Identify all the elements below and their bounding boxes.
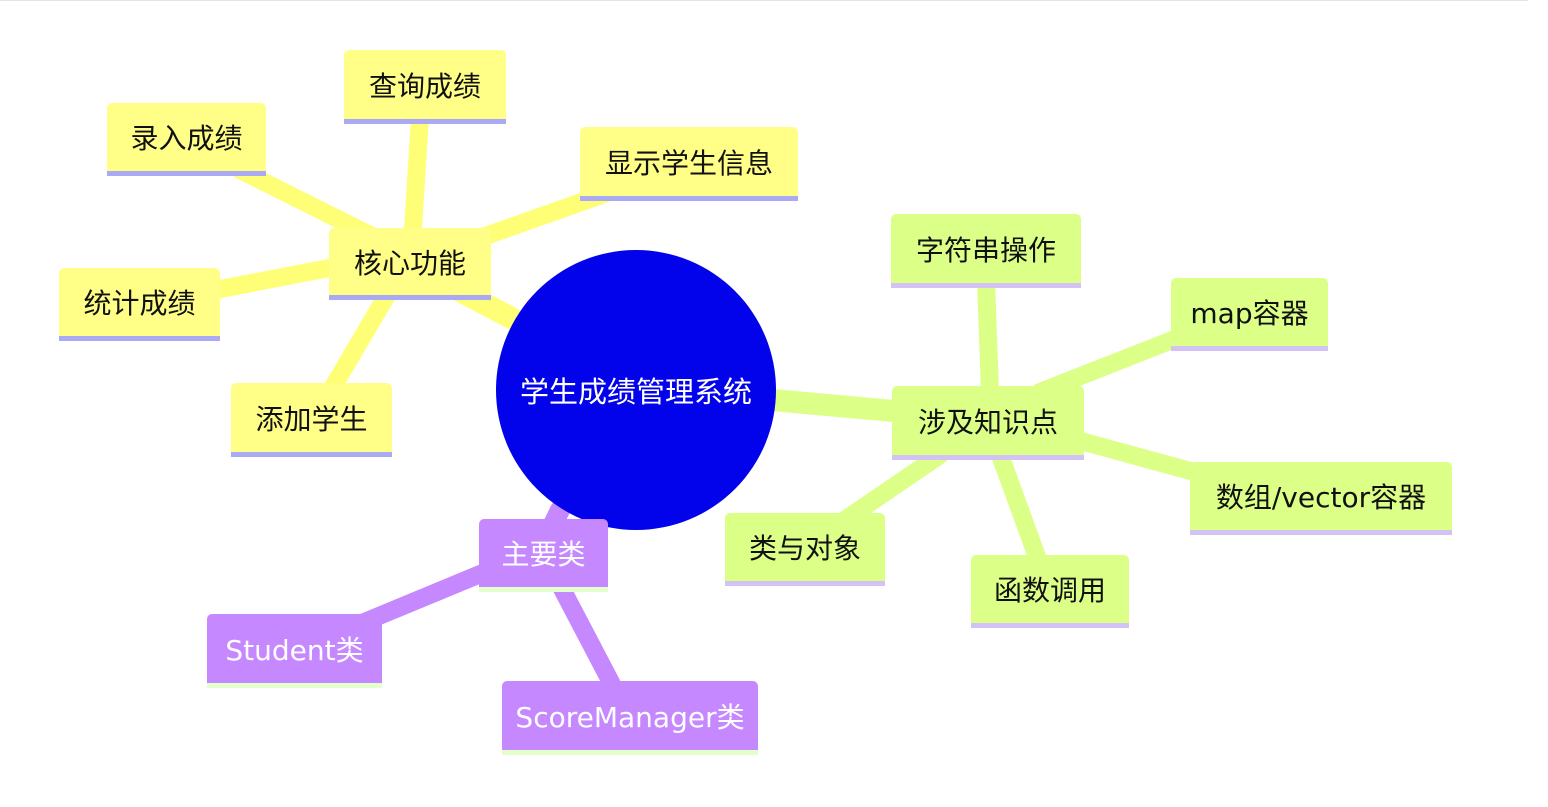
node-map-container-label: map容器	[1190, 297, 1309, 330]
node-enter-scores[interactable]: 录入成绩	[107, 103, 266, 176]
node-scoremanager-class[interactable]: ScoreManager类	[502, 681, 758, 755]
node-class-object-label: 类与对象	[748, 532, 861, 565]
edge-know-function	[991, 446, 1049, 574]
node-main-classes-label: 主要类	[501, 538, 586, 571]
edge-know-map	[1031, 326, 1194, 401]
node-string-ops[interactable]: 字符串操作	[891, 214, 1081, 288]
node-vector-container-label: 数组/vector容器	[1215, 481, 1427, 514]
node-vector-container[interactable]: 数组/vector容器	[1190, 462, 1452, 535]
node-query-scores[interactable]: 查询成绩	[344, 50, 506, 124]
node-student-class-label: Student类	[225, 633, 364, 667]
edge-know-string	[977, 273, 999, 401]
node-add-student-label: 添加学生	[255, 402, 368, 436]
node-function-call[interactable]: 函数调用	[971, 555, 1129, 628]
node-show-student-info[interactable]: 显示学生信息	[580, 127, 798, 201]
node-main-classes[interactable]: 主要类	[479, 519, 608, 592]
node-core-functions[interactable]: 核心功能	[329, 228, 491, 300]
node-map-container[interactable]: map容器	[1171, 278, 1328, 351]
node-knowledge-points[interactable]: 涉及知识点	[892, 386, 1084, 460]
node-stats-scores[interactable]: 统计成绩	[59, 268, 220, 341]
node-stats-scores-label: 统计成绩	[83, 287, 196, 320]
node-student-class[interactable]: Student类	[207, 614, 382, 688]
edge-core-query	[403, 109, 429, 254]
node-enter-scores-label: 录入成绩	[130, 122, 243, 155]
root-label: 学生成绩管理系统	[519, 375, 752, 409]
node-scoremanager-class-label: ScoreManager类	[515, 700, 745, 734]
edge-core-add	[321, 281, 399, 401]
node-class-object[interactable]: 类与对象	[725, 513, 885, 586]
edge-know-vector	[1061, 429, 1214, 484]
node-add-student[interactable]: 添加学生	[231, 383, 392, 457]
node-knowledge-points-label: 涉及知识点	[917, 405, 1058, 439]
node-core-functions-label: 核心功能	[353, 246, 466, 280]
edge-core-stats	[206, 256, 354, 299]
node-function-call-label: 函数调用	[993, 574, 1106, 607]
edge-cls-manager	[551, 576, 624, 699]
top-divider	[0, 0, 1528, 1]
node-string-ops-label: 字符串操作	[915, 233, 1056, 267]
edge-root-knowledge	[761, 389, 916, 423]
node-query-scores-label: 查询成绩	[368, 69, 481, 103]
root-node[interactable]: 学生成绩管理系统	[496, 250, 776, 530]
node-show-student-info-label: 显示学生信息	[604, 146, 773, 180]
